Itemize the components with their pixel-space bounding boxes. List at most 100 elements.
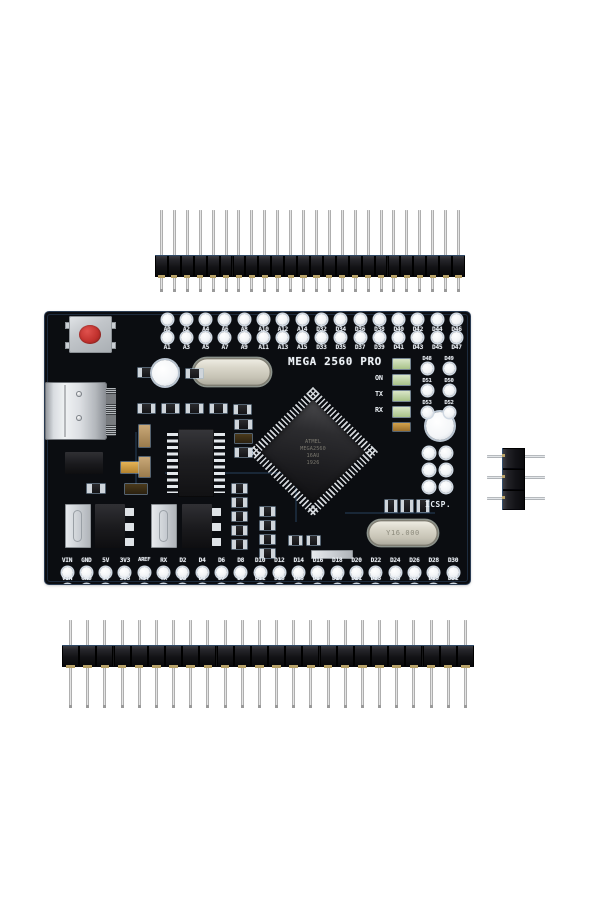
header-block — [206, 256, 220, 278]
pin-pad-d4[interactable] — [196, 567, 208, 578]
pin-pad-a12[interactable] — [277, 314, 289, 325]
pin-pad-d8[interactable] — [235, 567, 247, 578]
pin-pad-vin[interactable] — [61, 567, 73, 578]
smd-fuse — [121, 462, 143, 473]
pin-pad-d47[interactable] — [451, 332, 462, 343]
header-block — [302, 646, 320, 668]
pin-pad-d24[interactable] — [389, 567, 401, 578]
pin-pad-gnd[interactable] — [80, 567, 92, 578]
pin-pad-d2[interactable] — [177, 567, 189, 578]
pin-pad-a1[interactable] — [161, 332, 173, 343]
pin-pad-d43[interactable] — [412, 332, 424, 343]
pin-pad-d41[interactable] — [393, 332, 405, 343]
pin-pad-a3[interactable] — [180, 332, 192, 343]
pin-pad-d6[interactable] — [215, 567, 227, 578]
pin-pad-d18[interactable] — [331, 567, 343, 578]
reset-button[interactable] — [79, 325, 101, 344]
pin-pad-d51[interactable] — [421, 385, 433, 396]
pin-pad-d49[interactable] — [443, 363, 455, 374]
pin-pad-a13[interactable] — [277, 332, 289, 343]
pin-label-a6: A6 — [221, 326, 229, 333]
smd-resistor — [385, 500, 397, 512]
header-pin — [379, 210, 383, 292]
loose-3-pin-header — [487, 448, 545, 510]
pin-pad-a8[interactable] — [238, 314, 250, 325]
pin-pad-a11[interactable] — [258, 332, 269, 343]
icsp-pad[interactable] — [423, 481, 435, 493]
pin-pad-rx[interactable] — [158, 567, 169, 578]
pin-pad-5v[interactable] — [100, 567, 112, 578]
reset-switch-tab — [111, 342, 116, 349]
header-block — [245, 256, 259, 278]
pin-pad-aref[interactable] — [138, 567, 150, 578]
pin-pad-a9[interactable] — [238, 332, 250, 343]
pin-pad-d12[interactable] — [273, 567, 285, 578]
smd-resistor — [186, 369, 204, 378]
icsp-pad[interactable] — [423, 447, 435, 459]
pin-pad-d37[interactable] — [354, 332, 366, 343]
pin-pad-a10[interactable] — [258, 314, 269, 325]
pin-pad-d35[interactable] — [335, 332, 347, 343]
pin-pad-d45[interactable] — [431, 332, 443, 343]
icsp-pad[interactable] — [423, 464, 435, 476]
smd-resistor — [162, 404, 180, 413]
loose-header-contact — [502, 475, 505, 478]
pin-label-d13: D13 — [274, 575, 285, 582]
pin-pad-d50[interactable] — [443, 385, 455, 396]
pin-pad-d33[interactable] — [315, 332, 327, 343]
pin-pad-a5[interactable] — [200, 332, 212, 343]
header-block — [285, 646, 303, 668]
header-pin — [366, 210, 370, 292]
pin-pad-d53[interactable] — [421, 407, 433, 418]
header-block — [199, 646, 217, 668]
pcb-trace — [165, 472, 305, 474]
icsp-pad[interactable] — [440, 481, 452, 493]
pin-label-d16: D16 — [312, 557, 324, 564]
pin-pad-d38[interactable] — [373, 314, 385, 325]
mcu-marking-line: ATMEL — [304, 438, 322, 445]
icsp-pad[interactable] — [440, 447, 452, 459]
header-block — [96, 646, 114, 668]
pin-pad-d30[interactable] — [447, 567, 459, 578]
pin-label-a13: A13 — [277, 344, 289, 351]
pin-pad-d28[interactable] — [428, 567, 440, 578]
pin-pad-3v3[interactable] — [119, 567, 131, 578]
pin-label-d22: D22 — [370, 557, 382, 564]
regulator-lead — [125, 523, 134, 531]
pin-pad-a4[interactable] — [200, 314, 212, 325]
header-block — [284, 256, 298, 278]
pin-pad-a7[interactable] — [219, 332, 231, 343]
pin-pad-a0[interactable] — [161, 314, 173, 325]
header-block — [79, 646, 97, 668]
pin-pad-d20[interactable] — [351, 567, 362, 578]
pin-pad-d34[interactable] — [335, 314, 347, 325]
pin-pad-d39[interactable] — [373, 332, 385, 343]
pin-label-a1: A1 — [163, 344, 171, 351]
icsp-header-pads[interactable] — [423, 447, 457, 497]
header-block — [452, 256, 465, 278]
pin-pad-d14[interactable] — [293, 567, 305, 578]
pin-pad-a14[interactable] — [296, 314, 308, 325]
pin-pad-d46[interactable] — [451, 314, 462, 325]
pin-pad-d22[interactable] — [370, 567, 382, 578]
pin-pad-d48[interactable] — [421, 363, 433, 374]
pin-pad-d42[interactable] — [412, 314, 424, 325]
pin-pad-d40[interactable] — [393, 314, 405, 325]
pin-label-d39: D39 — [374, 344, 385, 351]
smd-resistor — [401, 500, 413, 512]
pin-pad-a15[interactable] — [296, 332, 308, 343]
pin-pad-d26[interactable] — [408, 567, 420, 578]
smd-resistor — [235, 420, 253, 429]
pin-pad-a6[interactable] — [219, 314, 231, 325]
pin-label-vin: VIN — [61, 575, 73, 582]
pin-pad-d36[interactable] — [354, 314, 366, 325]
crystal-2-marking: Y16.000 — [386, 529, 420, 537]
pin-pad-a2[interactable] — [180, 314, 192, 325]
pin-pad-d52[interactable] — [443, 407, 455, 418]
pin-pad-d10[interactable] — [254, 567, 266, 578]
pin-pad-d32[interactable] — [315, 314, 327, 325]
smd-resistor — [260, 521, 276, 530]
pin-pad-d44[interactable] — [431, 314, 443, 325]
pin-pad-d16[interactable] — [312, 567, 324, 578]
icsp-pad[interactable] — [440, 464, 452, 476]
